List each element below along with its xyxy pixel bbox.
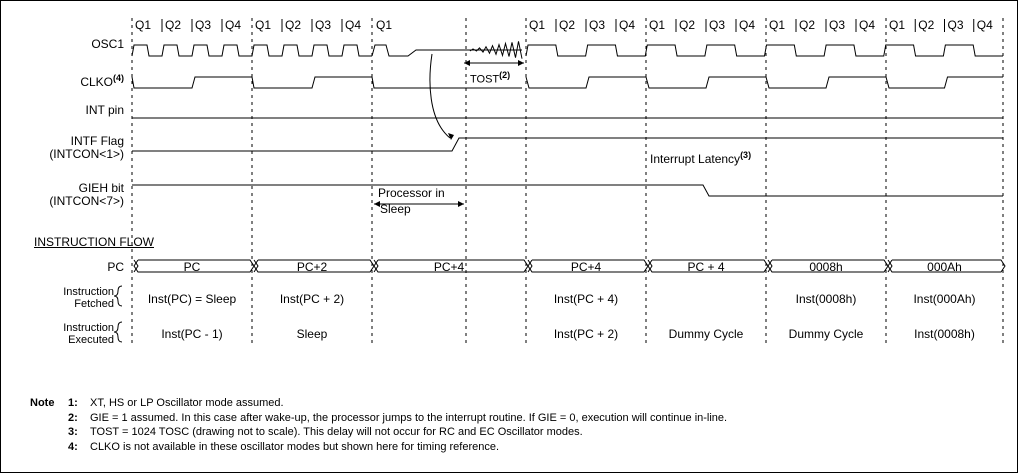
q-phase-label: Q2 [165, 18, 182, 32]
fetched-instruction: Inst(0008h) [795, 292, 857, 306]
osc1-label: OSC1 [91, 37, 124, 51]
q-phase-label: Q4 [739, 18, 756, 32]
executed-instruction: Dummy Cycle [668, 327, 744, 341]
q-phase-label: Q1 [255, 18, 272, 32]
pc-value: 000Ah [927, 260, 962, 274]
q-phase-label: Q1 [649, 18, 666, 32]
q-phase-label: Q3 [589, 18, 606, 32]
q-phase-label: Q4 [225, 18, 242, 32]
osc1-startup-ramp [469, 41, 523, 59]
q-phase-label: Q3 [709, 18, 726, 32]
executed-instruction: Inst(0008h) [914, 327, 975, 341]
pc-value: PC + 4 [687, 260, 725, 274]
intf-flag-label: INTF Flag(INTCON<1>) [49, 134, 124, 161]
q-phase-label: Q1 [135, 18, 152, 32]
pc-value: 0008h [809, 260, 843, 274]
pc-bus-cell [373, 259, 529, 273]
note-item: 4: CLKO is not available in these oscill… [68, 440, 500, 453]
pc-bus-cell [887, 259, 1006, 273]
q-phase-label: Q2 [918, 18, 935, 32]
pc-bus-cell [253, 259, 375, 273]
processor-in-sleep-label: Processor in Sleep [378, 186, 445, 216]
clko-waveform [645, 76, 766, 89]
notes-section: Note 1: XT, HS or LP Oscillator mode ass… [30, 396, 727, 454]
wakeup-arrow [429, 53, 451, 139]
executed-brace [113, 321, 123, 343]
fetched-brace [113, 285, 123, 307]
pc-bus-cell [647, 259, 769, 273]
intf-flag-waveform [132, 137, 1003, 152]
note-item: 3: TOST = 1024 TOSC (drawing not to scal… [68, 426, 583, 438]
executed-instruction: Inst(PC + 2) [553, 327, 619, 341]
tost-arrow-head [518, 60, 524, 66]
executed-instruction: Inst(PC - 1) [161, 327, 223, 341]
clko-waveform [765, 76, 886, 89]
interrupt-latency-label: Interrupt Latency(3) [650, 150, 752, 166]
q-phase-label: Q4 [345, 18, 362, 32]
q-phase-label: Q4 [859, 18, 876, 32]
osc1-waveform [525, 44, 1003, 57]
clko-waveform [525, 76, 646, 89]
q-phase-label: Q2 [679, 18, 696, 32]
clko-waveform [885, 76, 1003, 89]
pc-bus-cell [133, 259, 255, 273]
pc-value: PC+2 [296, 260, 328, 274]
gieh-bit-label: GIEH bit(INTCON<7>) [49, 181, 124, 208]
q-phase-label: Q4 [619, 18, 636, 32]
note-item: Note 1: XT, HS or LP Oscillator mode ass… [30, 397, 284, 409]
clko-label: CLKO(4) [80, 73, 124, 89]
int-pin-label: INT pin [85, 103, 124, 117]
tost-arrow-head [464, 60, 470, 66]
q-phase-label: Q1 [529, 18, 546, 32]
pc-value: PC+4 [570, 260, 602, 274]
q-phase-label: Q1 [769, 18, 786, 32]
executed-instruction: Dummy Cycle [788, 327, 864, 341]
q-phase-label: Q2 [559, 18, 576, 32]
clko-waveform [131, 76, 522, 89]
tost-label: TOST(2) [470, 70, 511, 86]
q-phase-label: Q3 [829, 18, 846, 32]
q-phase-label: Q2 [799, 18, 816, 32]
wakeup-arrow-head [448, 133, 454, 140]
pc-value: PC+4 [433, 260, 465, 274]
sleep-arrow-head [458, 201, 464, 207]
q-phase-label: Q2 [285, 18, 302, 32]
q-phase-label: Q3 [947, 18, 964, 32]
osc1-waveform [371, 44, 466, 57]
q-phase-label: Q3 [315, 18, 332, 32]
q-phase-label: Q3 [195, 18, 212, 32]
osc1-waveform [131, 44, 372, 57]
q-phase-label: Q1 [889, 18, 906, 32]
fetched-instruction: Inst(PC + 4) [553, 292, 619, 306]
sleep-arrow-head [374, 201, 380, 207]
note-item: 2: GIE = 1 assumed. In this case after w… [68, 411, 728, 424]
pc-value: PC [183, 260, 201, 274]
fetched-instruction: Inst(PC) = Sleep [147, 292, 237, 306]
pc-bus-cell [527, 259, 649, 273]
fetched-instruction: Inst(000Ah) [913, 292, 976, 306]
notes-heading: Note [30, 397, 55, 409]
pc-bus-cell [767, 259, 889, 273]
gieh-bit-waveform [132, 184, 1003, 197]
instruction-flow-heading: INSTRUCTION FLOW [34, 235, 154, 249]
q-phase-label: Q1 [376, 18, 393, 32]
pc-label: PC [107, 260, 124, 274]
q-phase-label: Q4 [976, 18, 993, 32]
fetched-instruction: Inst(PC + 2) [279, 292, 345, 306]
executed-instruction: Sleep [296, 327, 328, 341]
